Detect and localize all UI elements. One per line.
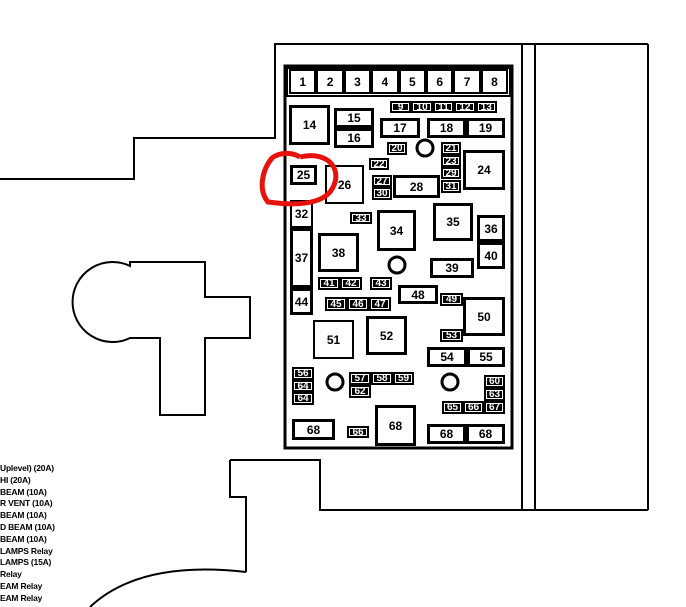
- fuse-36: 36: [477, 215, 505, 242]
- legend-entry: R VENT (10A): [0, 498, 53, 509]
- fuse-60: 60: [484, 375, 505, 388]
- fuse-26: 26: [325, 165, 364, 204]
- fuse-54: 54: [427, 347, 467, 367]
- fuse-56: 56: [292, 367, 314, 380]
- fuse-68: 68: [375, 405, 416, 446]
- fuse-44: 44: [290, 288, 313, 315]
- fuse-47: 47: [369, 297, 391, 311]
- fuse-37: 37: [290, 228, 313, 288]
- fuse-67: 67: [484, 401, 505, 414]
- fuse-45: 45: [325, 297, 347, 311]
- fuse-66: 66: [463, 401, 484, 414]
- fuse-9: 9: [390, 101, 412, 113]
- fuse-38: 38: [318, 233, 359, 272]
- fuse-65: 65: [442, 401, 463, 414]
- legend-entry: LAMPS Relay: [0, 545, 53, 556]
- fuse-28: 28: [393, 175, 440, 198]
- legend-entry: HI (20A): [0, 474, 31, 485]
- fuse-11: 11: [432, 101, 455, 113]
- fuse-23: 23: [441, 155, 461, 167]
- fuse-3: 3: [343, 69, 372, 94]
- fuse-29: 29: [441, 167, 461, 179]
- fuse-46: 46: [347, 297, 369, 311]
- fuse-6: 6: [426, 69, 454, 94]
- fuse-40: 40: [477, 242, 505, 269]
- fuse-25: 25: [290, 165, 317, 185]
- fuse-panel-frame: [283, 64, 514, 450]
- fuse-8: 8: [480, 69, 509, 94]
- mounting-holes: [325, 138, 460, 392]
- fuse-68: 68: [292, 419, 335, 440]
- fuse-17: 17: [380, 118, 420, 138]
- fuse-14: 14: [289, 105, 330, 145]
- fuse-39: 39: [430, 258, 474, 278]
- legend-entry: BEAM (10A): [0, 510, 47, 521]
- fuse-19: 19: [466, 118, 505, 138]
- fuse-18: 18: [427, 118, 466, 138]
- fuse-50: 50: [463, 297, 505, 336]
- fuse-58: 58: [371, 372, 393, 385]
- fuse-51: 51: [313, 320, 354, 359]
- fuse-55: 55: [467, 347, 505, 367]
- fuse-35: 35: [433, 203, 473, 241]
- fuse-43: 43: [370, 277, 392, 290]
- fuse-13: 13: [475, 101, 497, 113]
- fuse-21: 21: [441, 142, 461, 155]
- fuse-20: 20: [387, 142, 407, 155]
- fuse-1: 1: [289, 69, 317, 94]
- fuse-7: 7: [453, 69, 481, 94]
- fuse-41: 41: [318, 277, 340, 290]
- fuse-64: 64: [292, 392, 314, 405]
- legend-entry: EAM Relay: [0, 580, 43, 591]
- fuse-4: 4: [371, 69, 399, 94]
- fuse-53: 53: [440, 329, 463, 342]
- legend-entry: Relay: [0, 569, 22, 580]
- fuse-5: 5: [398, 69, 426, 94]
- fuse-33: 33: [350, 212, 372, 224]
- fuse-42: 42: [340, 277, 362, 290]
- fuse-22: 22: [369, 158, 389, 170]
- fuse-59: 59: [393, 372, 414, 385]
- legend-entry: BEAM (10A): [0, 486, 47, 497]
- fuse-15: 15: [334, 108, 374, 128]
- fuse-66: 66: [347, 426, 369, 438]
- fuse-52: 52: [366, 316, 407, 355]
- fuse-27: 27: [372, 175, 392, 187]
- legend-entry: D BEAM (10A): [0, 521, 55, 532]
- fuse-62: 62: [349, 385, 371, 398]
- fuse-16: 16: [334, 128, 374, 148]
- body-outline: [0, 43, 648, 180]
- legend-entry: Uplevel) (20A): [0, 463, 54, 473]
- fuse-2: 2: [316, 69, 344, 94]
- legend-entry: LAMPS (15A): [0, 557, 52, 568]
- fuse-12: 12: [454, 101, 476, 113]
- fuse-68: 68: [466, 424, 505, 444]
- fuse-34: 34: [377, 210, 416, 251]
- fuse-32: 32: [290, 200, 313, 228]
- fuse-64: 64: [292, 380, 314, 392]
- legend-entry: BEAM (10A): [0, 533, 47, 544]
- fuse-49: 49: [440, 293, 463, 306]
- fuse-63: 63: [484, 388, 505, 401]
- fuse-30: 30: [372, 187, 392, 200]
- fuse-31: 31: [441, 180, 461, 193]
- fuse-68: 68: [427, 424, 466, 444]
- bracket-outline: [71, 261, 251, 416]
- fuse-10: 10: [411, 101, 433, 113]
- fuse-48: 48: [398, 285, 438, 304]
- fuse-legend: Uplevel) (20A)HI (20A)BEAM (10A)R VENT (…: [0, 463, 55, 605]
- fuse-57: 57: [349, 372, 371, 385]
- legend-entry: EAM Relay: [0, 592, 43, 603]
- fuse-24: 24: [463, 150, 505, 190]
